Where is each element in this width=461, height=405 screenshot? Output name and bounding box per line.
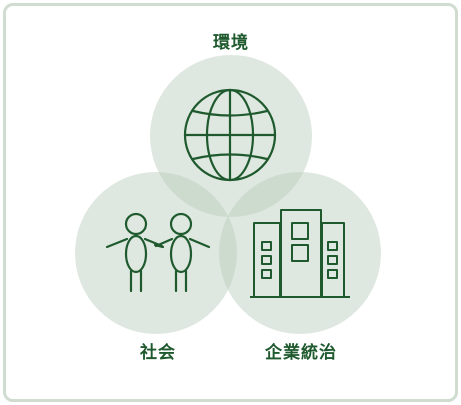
diagram-frame <box>3 3 458 402</box>
buildings-icon <box>250 209 350 298</box>
globe-icon <box>183 88 277 182</box>
environment-label: 環境 <box>213 32 249 53</box>
society-circle <box>75 172 237 334</box>
venn-circles <box>75 55 381 334</box>
society-label: 社会 <box>139 342 176 363</box>
handshake-people-icon <box>105 212 211 293</box>
governance-circle <box>219 172 381 334</box>
governance-label: 企業統治 <box>264 342 337 363</box>
